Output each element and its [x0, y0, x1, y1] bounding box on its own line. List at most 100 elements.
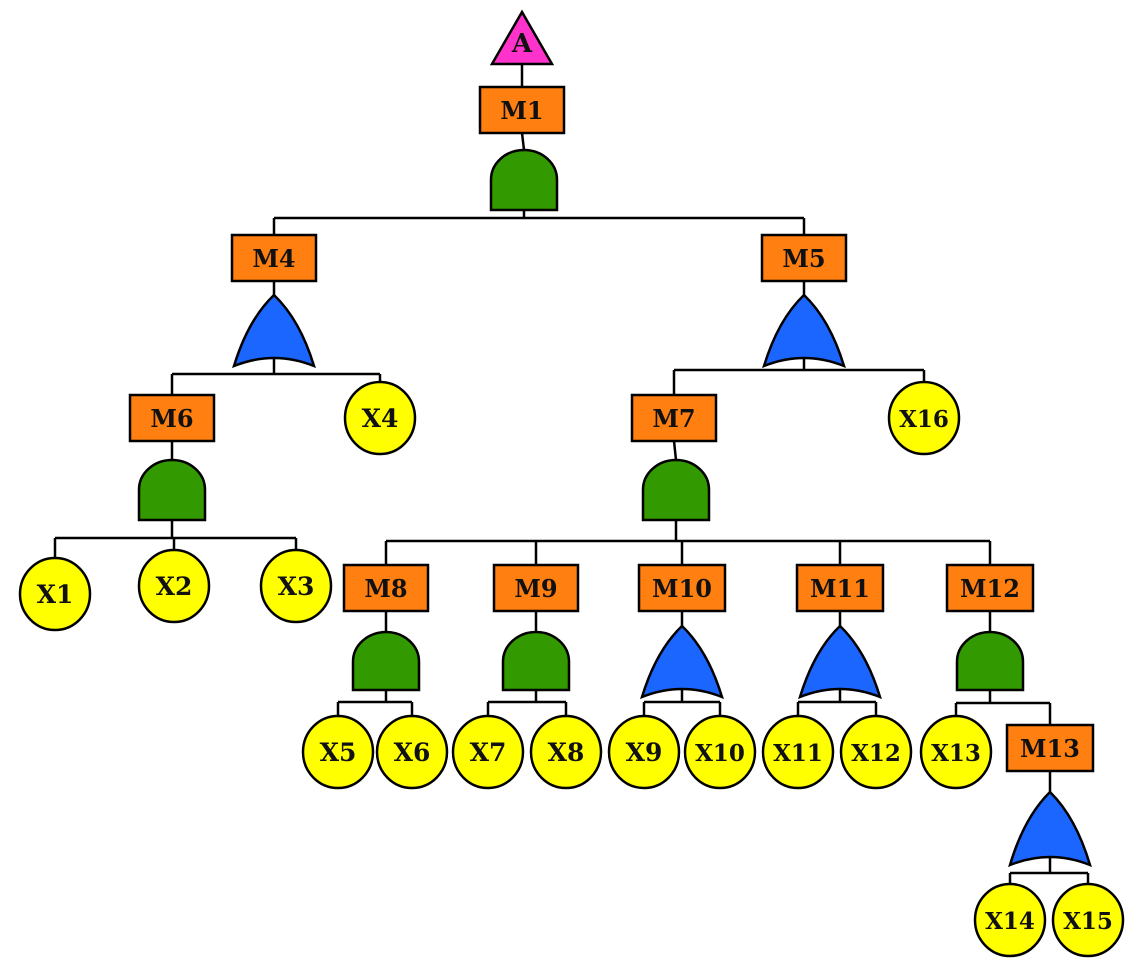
basic-event-circle [301, 714, 375, 790]
event-label: M12 [960, 574, 1020, 603]
basic-event-circle [761, 714, 835, 790]
basic-event-circle [607, 714, 681, 790]
intermediate-event-m9: M9 [492, 563, 580, 613]
logic-gates [137, 148, 1092, 868]
basic-event-label: X11 [773, 740, 823, 767]
basic-event-x4: X4 [343, 380, 417, 456]
event-label: M6 [150, 404, 193, 433]
basic-event-label: X12 [851, 740, 901, 767]
event-label: M8 [364, 574, 407, 603]
basic-event-x10: X10 [683, 714, 757, 790]
basic-event-label: X6 [394, 738, 431, 767]
event-box [637, 563, 727, 613]
basic-event-x11: X11 [761, 714, 835, 790]
basic-event-label: X3 [278, 572, 315, 601]
basic-event-x9: X9 [607, 714, 681, 790]
intermediate-event-m6: M6 [128, 393, 216, 443]
event-box [342, 563, 430, 613]
event-label: M1 [500, 96, 543, 125]
intermediate-event-m4: M4 [230, 233, 318, 283]
event-label: M7 [652, 404, 695, 433]
basic-event-circle [375, 714, 449, 790]
event-label: M5 [782, 244, 825, 273]
intermediate-event-m10: M10 [637, 563, 727, 613]
basic-event-label: X16 [899, 406, 949, 433]
basic-event-x13: X13 [919, 714, 993, 790]
event-box [795, 563, 885, 613]
basic-event-circle [973, 882, 1047, 958]
basic-event-x14: X14 [973, 882, 1047, 958]
intermediate-event-m8: M8 [342, 563, 430, 613]
basic-event-label: X10 [695, 740, 745, 767]
event-box [128, 393, 216, 443]
basic-event-circle [18, 556, 92, 632]
event-box [1005, 723, 1095, 773]
or-gate-m11 [798, 624, 882, 700]
basic-event-x5: X5 [301, 714, 375, 790]
basic-event-label: X14 [985, 908, 1035, 935]
intermediate-event-m13: M13 [1005, 723, 1095, 773]
basic-event-circle [887, 380, 961, 456]
and-gate-m1 [489, 148, 559, 212]
event-label: M11 [810, 574, 870, 603]
event-box [945, 563, 1035, 613]
and-gate-m12 [955, 630, 1025, 692]
basic-event-circle [259, 548, 333, 624]
and-gate-m8 [351, 630, 421, 692]
event-label: M9 [514, 574, 557, 603]
and-gate-m9 [501, 630, 571, 692]
basic-event-x16: X16 [887, 380, 961, 456]
basic-event-circle [919, 714, 993, 790]
basic-event-circle [137, 548, 211, 624]
basic-event-label: X8 [548, 738, 585, 767]
intermediate-event-m5: M5 [760, 233, 848, 283]
and-gate-m7 [641, 458, 711, 522]
basic-event-label: X2 [156, 572, 193, 601]
basic-event-label: X5 [320, 738, 357, 767]
basic-event-label: X13 [931, 740, 981, 767]
basic-event-x1: X1 [18, 556, 92, 632]
or-gate-m4 [232, 293, 316, 369]
basic-event-x12: X12 [839, 714, 913, 790]
intermediate-event-m1: M1 [478, 85, 566, 135]
event-box [630, 393, 718, 443]
connector-m7-to-gate [672, 440, 678, 461]
basic-event-label: X9 [626, 738, 663, 767]
event-label: M13 [1020, 734, 1080, 763]
event-label: M4 [252, 244, 295, 273]
basic-event-label: X1 [37, 580, 74, 609]
basic-event-circle [529, 714, 603, 790]
connector-m1-to-gate [520, 132, 526, 151]
basic-event-x6: X6 [375, 714, 449, 790]
event-box [478, 85, 566, 135]
basic-event-circle [451, 714, 525, 790]
basic-event-label: X15 [1063, 908, 1113, 935]
basic-event-label: X7 [470, 738, 507, 767]
event-box [492, 563, 580, 613]
basic-event-x15: X15 [1051, 882, 1125, 958]
or-gate-m13 [1008, 790, 1092, 868]
event-box [760, 233, 848, 283]
or-gate-m5 [762, 293, 846, 369]
basic-event-circle [1051, 882, 1125, 958]
connector-lines [53, 64, 1090, 884]
intermediate-event-m12: M12 [945, 563, 1035, 613]
or-gate-m10 [640, 624, 724, 700]
top-event-label: A [511, 29, 533, 59]
basic-event-x2: X2 [137, 548, 211, 624]
basic-event-x7: X7 [451, 714, 525, 790]
basic-event-circle [839, 714, 913, 790]
basic-event-x3: X3 [259, 548, 333, 624]
basic-event-circle [683, 714, 757, 790]
basic-event-x8: X8 [529, 714, 603, 790]
intermediate-event-m7: M7 [630, 393, 718, 443]
top-event-triangle: A [489, 9, 555, 66]
event-label: M10 [652, 574, 712, 603]
and-gate-m6 [137, 458, 207, 522]
intermediate-event-m11: M11 [795, 563, 885, 613]
top-event-shape [489, 9, 555, 66]
basic-event-circle [343, 380, 417, 456]
basic-event-label: X4 [362, 404, 399, 433]
